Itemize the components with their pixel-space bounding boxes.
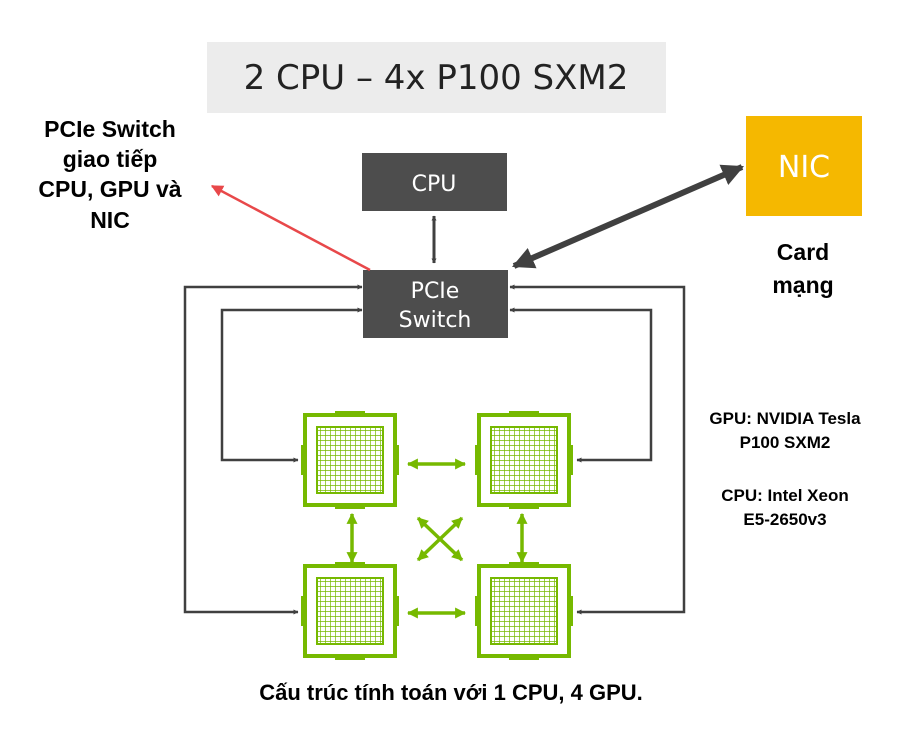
gpu-spec-line1: GPU: NVIDIA Tesla xyxy=(709,409,861,428)
nic-note-line1: Card xyxy=(777,239,829,265)
diagram-caption: Cấu trúc tính toán với 1 CPU, 4 GPU. xyxy=(259,680,643,705)
pcie-note-line3: CPU, GPU và xyxy=(38,176,181,202)
gpu-chip-icon xyxy=(473,560,575,662)
pcie-switch-label-line1: PCIe xyxy=(411,279,460,304)
pcie-note-line4: NIC xyxy=(90,207,130,233)
pcie-switch-label-line2: Switch xyxy=(399,308,472,333)
pcie-gpu3-link xyxy=(183,284,363,615)
nic-box xyxy=(746,116,862,216)
cpu-box xyxy=(362,153,507,211)
gpu-chip-icon xyxy=(299,409,401,511)
gpu-spec-line2: P100 SXM2 xyxy=(740,433,831,452)
pcie-note-line1: PCIe Switch xyxy=(44,116,176,142)
nvlink-diagonal-2 xyxy=(416,516,464,562)
pcie-switch-box xyxy=(363,270,508,338)
pcie-annotation-pointer xyxy=(210,184,371,272)
cpu-spec-line1: CPU: Intel Xeon xyxy=(721,486,849,505)
pcie-gpu2-link xyxy=(509,307,653,463)
pcie-gpu1-link xyxy=(220,307,363,463)
diagram-title: 2 CPU – 4x P100 SXM2 xyxy=(244,58,629,98)
pcie-gpu4-link xyxy=(509,284,686,615)
nic-note-line2: mạng xyxy=(772,272,833,298)
pcie-note-line2: giao tiếp xyxy=(63,146,158,172)
cpu-label: CPU xyxy=(412,172,457,197)
gpu-chip-icon xyxy=(473,409,575,511)
gpu-chip-icon xyxy=(299,560,401,662)
cpu-spec-line2: E5-2650v3 xyxy=(743,510,826,529)
pcie-nic-link xyxy=(511,164,745,269)
nic-label: NIC xyxy=(778,150,830,185)
title-banner xyxy=(207,42,666,113)
